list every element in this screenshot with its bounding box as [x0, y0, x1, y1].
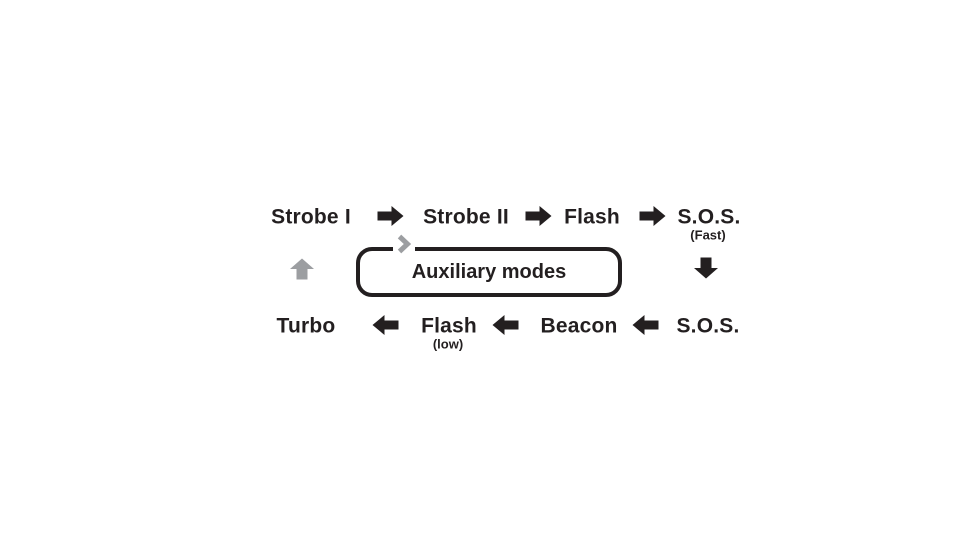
mode-sos-fast-sub: (Fast)	[690, 227, 726, 243]
arrow-left-icon	[632, 314, 659, 337]
arrow-left-icon	[492, 314, 519, 337]
mode-turbo: Turbo	[276, 314, 336, 338]
mode-flash-low-sub: (low)	[432, 336, 464, 352]
arrow-up-icon	[289, 258, 316, 280]
mode-sos: S.O.S.	[676, 314, 740, 338]
arrow-down-icon	[693, 257, 720, 279]
mode-strobe-i: Strobe I	[271, 205, 351, 229]
arrow-left-icon	[372, 314, 399, 337]
chevron-right-icon	[393, 232, 415, 256]
arrow-right-icon	[377, 205, 405, 228]
arrow-right-icon	[639, 205, 667, 228]
mode-sos-fast: S.O.S.	[677, 205, 741, 229]
arrow-right-icon	[525, 205, 553, 228]
mode-strobe-ii: Strobe II	[423, 205, 509, 229]
mode-flash-low: Flash	[421, 314, 477, 338]
mode-beacon: Beacon	[540, 314, 618, 338]
mode-flash: Flash	[564, 205, 620, 229]
aux-modes-label: Auxiliary modes	[411, 261, 567, 283]
aux-modes-box: Auxiliary modes	[356, 247, 622, 297]
